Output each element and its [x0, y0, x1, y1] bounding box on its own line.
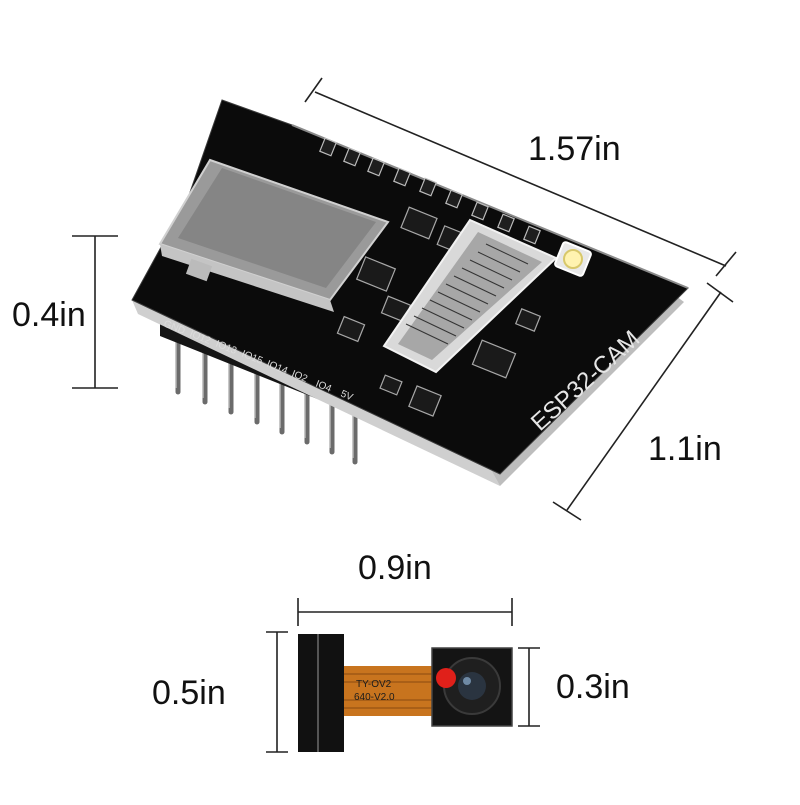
pin-label: 5V — [339, 389, 355, 404]
label-camera-lens: 0.3in — [556, 668, 630, 706]
label-camera-height: 0.5in — [152, 674, 226, 712]
header-pins — [175, 335, 358, 465]
dimension-line-length — [304, 77, 737, 277]
dimension-line-camera-length — [297, 598, 513, 626]
camera-flex-text-2: 640-V2.0 — [354, 692, 395, 703]
smd-components-top-row — [319, 137, 541, 245]
label-board-length: 1.57in — [528, 130, 621, 168]
label-camera-length: 0.9in — [358, 549, 432, 587]
camera-fpc-connector — [382, 218, 558, 374]
camera-flex-text-1: TY-OV2 — [356, 679, 392, 690]
sd-card-slot — [158, 158, 390, 312]
dimension-line-height — [72, 235, 118, 389]
dimension-line-width — [552, 282, 734, 521]
flash-led — [554, 241, 592, 277]
header-pin-highlights — [175, 340, 354, 458]
camera-module: TY-OV2 640-V2.0 — [298, 634, 513, 752]
label-board-width: 1.1in — [648, 430, 722, 468]
camera-red-dot — [436, 668, 456, 688]
dimension-line-camera-height — [266, 631, 288, 753]
label-board-height: 0.4in — [12, 296, 86, 334]
dimension-line-camera-lens — [518, 647, 540, 727]
